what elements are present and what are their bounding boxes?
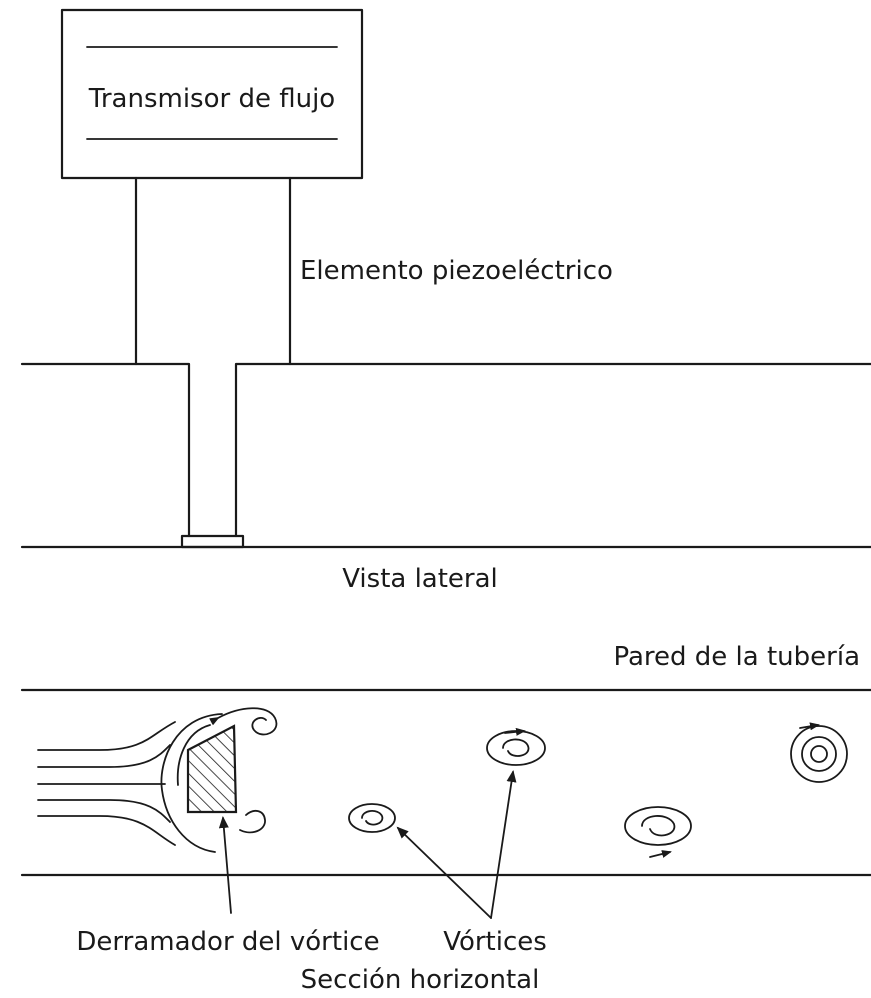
streamline bbox=[37, 721, 176, 751]
horizontal-section: Pared de la tubería bbox=[20, 642, 871, 995]
sensor-tip bbox=[180, 534, 245, 549]
vortex-pointer-arrow-left bbox=[396, 826, 492, 919]
shed-vortex-bottom bbox=[239, 809, 266, 834]
shedder-pointer-arrow bbox=[218, 816, 232, 914]
vortex-pointer-arrow-right bbox=[490, 770, 517, 919]
vortex bbox=[486, 727, 546, 766]
side-view-label: Vista lateral bbox=[342, 564, 498, 594]
transmitter-label: Transmisor de flujo bbox=[88, 84, 335, 114]
vortex bbox=[790, 722, 848, 783]
side-view-pipe: Vista lateral bbox=[20, 362, 871, 594]
pipe-wall-label: Pared de la tubería bbox=[613, 642, 860, 672]
shed-vortex-top bbox=[209, 707, 278, 736]
streamline bbox=[37, 799, 171, 823]
transmitter-box bbox=[60, 8, 364, 180]
vortex bbox=[348, 803, 396, 833]
side-pipe-top-wall-right bbox=[234, 362, 871, 538]
outer-flow-arc bbox=[160, 713, 223, 853]
shedder-label: Derramador del vórtice bbox=[76, 927, 379, 957]
streamline bbox=[37, 744, 171, 768]
side-pipe-top-wall bbox=[20, 362, 191, 538]
streamline bbox=[37, 815, 176, 846]
vortices-label: Vórtices bbox=[443, 927, 547, 957]
flow-streamlines bbox=[37, 721, 176, 846]
vortex bbox=[624, 806, 692, 858]
piezo-label: Elemento piezoeléctrico bbox=[300, 256, 613, 286]
outer-flow-arc bbox=[176, 724, 211, 786]
horizontal-section-label: Sección horizontal bbox=[301, 965, 540, 995]
piezoelectric-element: Elemento piezoeléctrico bbox=[134, 176, 613, 366]
vortex-shedder bbox=[186, 724, 238, 814]
flow-transmitter: Transmisor de flujo bbox=[60, 8, 364, 180]
